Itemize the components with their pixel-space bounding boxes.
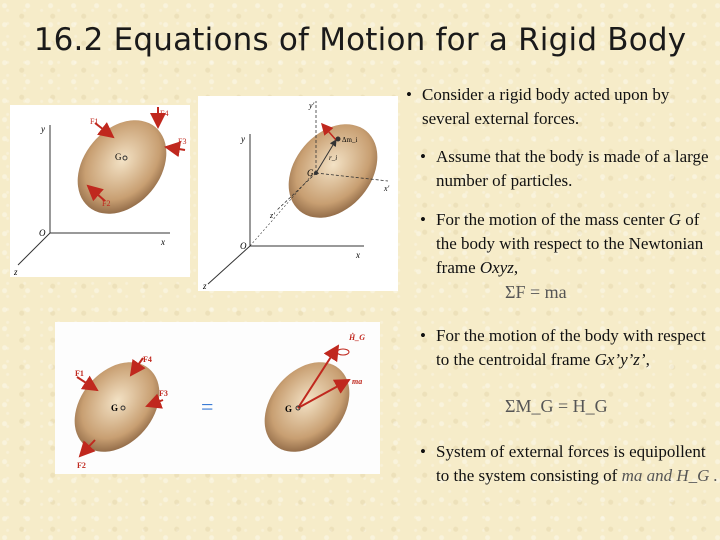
ma-arrow: [297, 379, 351, 409]
label-y-prime: y': [308, 101, 315, 110]
bullet-rigid-body: • Consider a rigid body acted upon by se…: [406, 83, 717, 131]
rigid-body-shape: [77, 120, 167, 214]
label-x: x: [355, 250, 360, 260]
particle-system-figure: G Δm_i r_i y' x' z' y x z O: [198, 96, 398, 291]
z-axis: [207, 245, 251, 285]
equation-moment: ΣM_G = H_G: [505, 396, 608, 416]
label-f1: F1: [75, 369, 84, 378]
rigid-body-right: [264, 362, 350, 452]
label-f1: F1: [90, 117, 98, 126]
label-f3: F3: [159, 389, 168, 398]
bullet-dot: •: [420, 326, 426, 345]
bullet-text: Assume that the body is made of a large …: [436, 147, 709, 190]
bullet-text-italic: G: [668, 210, 682, 229]
bullet-dot: •: [406, 85, 412, 104]
label-f4: F4: [143, 355, 152, 364]
inline-equation: ma and H_G .: [621, 466, 718, 485]
force-arrow-f1: [76, 375, 99, 392]
bullet-text: For the motion of the mass center: [436, 210, 669, 229]
force-arrow-f3: [145, 393, 164, 409]
label-z: z: [13, 267, 18, 277]
label-o: O: [39, 228, 46, 238]
label-x-prime: x': [383, 184, 390, 193]
bullet-centroidal-motion: • For the motion of the body with respec…: [420, 324, 718, 372]
label-o: O: [240, 241, 247, 251]
force-arrow-f1: [94, 122, 115, 139]
equipollent-systems-figure: G F1 F4 F3 F2 = G Ḣ_G ma: [55, 322, 380, 474]
bullet-dot: •: [420, 442, 426, 461]
label-g-left: G: [111, 403, 118, 413]
label-f2: F2: [77, 461, 86, 470]
bullet-mass-center-motion: • For the motion of the mass center G of…: [420, 208, 718, 280]
label-f4: F4: [160, 109, 168, 118]
rotation-symbol: [336, 348, 350, 356]
bullet-text-italic: Gx’y’z’: [594, 350, 646, 369]
bullet-particles: • Assume that the body is made of a larg…: [420, 145, 718, 193]
label-ma: ma: [352, 377, 362, 386]
mass-center-point: [122, 155, 128, 161]
force-arrow-f2: [78, 439, 96, 458]
particle-point: [335, 136, 341, 142]
label-f3: F3: [178, 137, 186, 146]
bullet-text: ,: [513, 258, 519, 277]
label-g-right: G: [285, 404, 292, 414]
label-mi: Δm_i: [342, 136, 357, 144]
bullet-text: of the body with respect to the Newtonia…: [436, 210, 704, 277]
label-x: x: [160, 237, 165, 247]
particle-force-arrow: [321, 122, 337, 141]
bullet-dot: •: [420, 147, 426, 166]
z-axis: [17, 232, 51, 266]
mass-center-point: [314, 171, 318, 175]
bullet-text-italic: Oxyz: [479, 258, 514, 277]
x-prime-axis: [315, 172, 389, 182]
position-vector-ri: [315, 139, 337, 174]
equals-sign: =: [201, 394, 213, 419]
mass-center-right: [295, 405, 301, 411]
bullet-text: System of external forces is equipollent…: [436, 442, 706, 485]
label-y: y: [40, 124, 45, 134]
equation-newton: ΣF = ma: [505, 282, 567, 302]
label-f2: F2: [102, 199, 110, 208]
bullet-dot: •: [420, 210, 426, 229]
force-arrow-f4: [129, 357, 146, 377]
bullet-text: For the motion of the body with respect …: [436, 326, 706, 369]
label-hg: Ḣ_G: [348, 332, 365, 342]
z-prime-axis: [275, 172, 317, 212]
label-z: z: [202, 281, 207, 291]
label-y: y: [240, 134, 245, 144]
mass-center-left: [120, 405, 126, 411]
label-ri: r_i: [329, 154, 337, 162]
rigid-body-shape: [288, 124, 378, 218]
angular-momentum-arrow: [297, 344, 340, 409]
bullet-text: Consider a rigid body acted upon by seve…: [422, 85, 670, 128]
label-g: G: [115, 152, 122, 162]
force-arrow-f3: [164, 141, 186, 158]
force-arrow-f2: [86, 184, 106, 202]
bullet-equipollent: • System of external forces is equipolle…: [420, 440, 718, 488]
label-z-prime: z': [269, 211, 275, 220]
bullet-text: ,: [645, 350, 650, 369]
label-g: G: [307, 168, 314, 178]
slide-title: 16.2 Equations of Motion for a Rigid Bod…: [33, 22, 687, 58]
rigid-body-forces-figure: G y x z O F1 F4 F3 F2: [10, 105, 190, 277]
